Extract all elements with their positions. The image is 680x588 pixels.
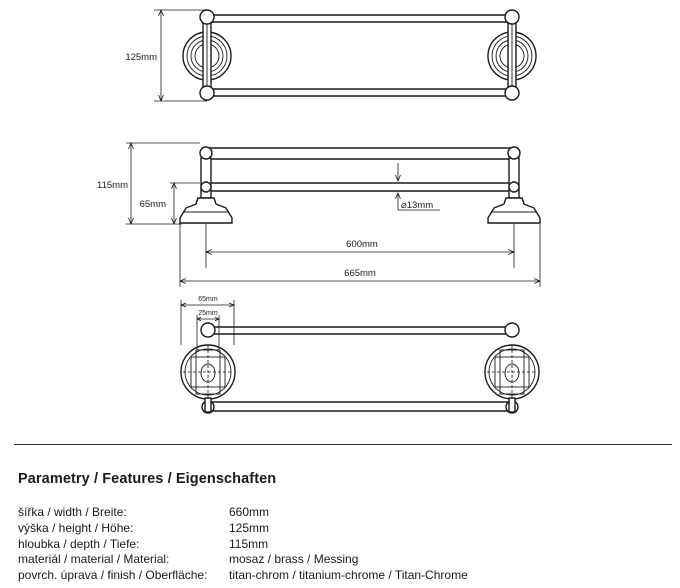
spec-value: 125mm [229,520,270,535]
section-divider [14,444,672,445]
dimension-detail-base: 65mm [179,296,236,345]
dimension-length-inner: 600mm [204,224,516,268]
side-view: ⌀13mm 115mm 65mm 600mm [97,141,542,287]
spec-value: 660mm [229,505,270,519]
spec-row-material: materiál / material / Material: mosaz / … [18,552,678,568]
spec-label: materiál / material / Material: [18,552,170,567]
spec-row-finish: povrch. úprava / finish / Oberfläche: ti… [18,568,678,584]
spec-label: šířka / width / Breite: [18,505,127,519]
left-mount [182,9,232,101]
section-title: Parametry / Features / Eigenschaften [18,471,277,487]
spec-row-height: výška / height / Höhe: 125mm [18,521,678,537]
dimension-tube-diameter: ⌀13mm [395,163,440,211]
spec-label: hloubka / depth / Tiefe: [18,536,140,551]
spec-row-depth: hloubka / depth / Tiefe: 115mm [18,537,678,553]
right-mount [487,9,537,101]
spec-value: mosaz / brass / Messing [229,552,359,567]
dimension-tube-diameter-label: ⌀13mm [401,200,433,211]
spec-label: výška / height / Höhe: [18,520,134,535]
dimension-side-height-total: 115mm [97,141,200,226]
spec-value: 115mm [229,536,269,551]
dimension-side-height-bar: 65mm [140,181,200,226]
technical-drawing: 125mm [97,8,542,414]
dimension-front-height-label: 125mm [125,52,157,63]
left-mounting-plate [180,322,236,414]
dimension-front-height: 125mm [125,8,207,103]
spec-label: povrch. úprava / finish / Oberfläche: [18,568,208,583]
back-view: 65mm 25mm [179,296,540,414]
spec-value: titan-chrom / titanium-chrome / Titan-Ch… [229,568,468,583]
dimension-detail-hole: 25mm [195,310,221,350]
right-support [487,146,541,224]
left-support [179,146,233,224]
dimension-side-height-bar-label: 65mm [140,199,166,210]
dimension-detail-hole-label: 25mm [198,310,218,317]
dimension-length-outer: 665mm [178,224,542,287]
dimension-length-outer-label: 665mm [344,268,376,279]
spec-row-width: šířka / width / Breite: 660mm [18,505,678,521]
right-mounting-plate [484,322,540,414]
dimension-detail-base-label: 65mm [198,296,218,303]
spec-table: šířka / width / Breite: 660mm výška / he… [18,505,678,584]
dimension-side-height-total-label: 115mm [97,180,128,191]
dimension-length-inner-label: 600mm [346,239,378,250]
front-view: 125mm [125,8,537,103]
